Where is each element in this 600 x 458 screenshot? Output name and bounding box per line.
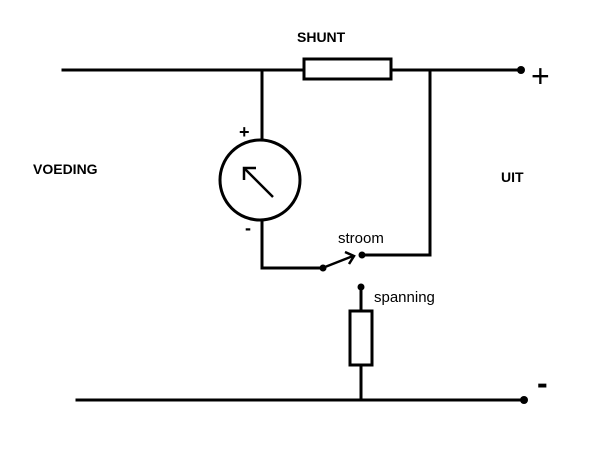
switch-blade xyxy=(324,254,354,269)
switch-arrowhead xyxy=(344,250,356,265)
uit-label: UIT xyxy=(501,169,524,185)
stroom-contact xyxy=(358,251,366,259)
meter-needle xyxy=(243,167,274,198)
shunt-resistor xyxy=(302,57,393,81)
plus-terminal-label: + xyxy=(531,58,550,94)
minus-terminal xyxy=(520,396,528,404)
stroom-label: stroom xyxy=(338,230,384,247)
shunt-label: SHUNT xyxy=(297,29,346,45)
spanning-contact xyxy=(357,283,365,291)
meter-circle xyxy=(218,138,302,222)
meter xyxy=(218,138,302,222)
plus-terminal xyxy=(517,66,525,74)
meter-plus-label: + xyxy=(239,122,250,142)
selector-switch xyxy=(319,250,366,291)
minus-terminal-label: - xyxy=(537,365,548,401)
meter-minus-label: - xyxy=(245,218,251,238)
spanning-label: spanning xyxy=(374,289,435,306)
voeding-label: VOEDING xyxy=(33,161,98,177)
meter-needle-arrowhead xyxy=(242,166,256,180)
series-resistor xyxy=(348,309,374,367)
